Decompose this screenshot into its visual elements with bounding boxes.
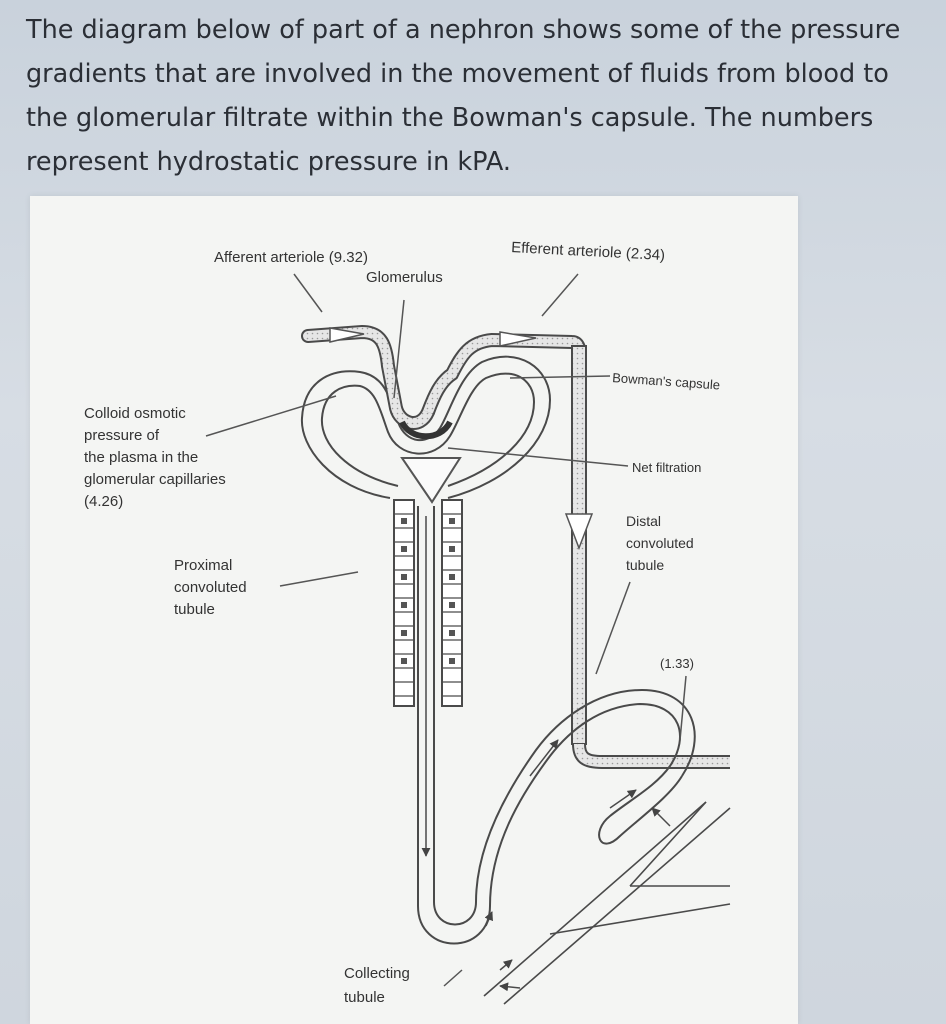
distal-arrow-1 — [529, 739, 559, 777]
collecting-tubule — [483, 801, 731, 1005]
label-distal: Distal convoluted tubule — [626, 513, 694, 573]
label-colloid: Colloid osmotic pressure of the plasma i… — [84, 405, 226, 510]
leader-colloid — [205, 395, 337, 437]
svg-text:convoluted: convoluted — [174, 579, 247, 596]
svg-text:Proximal: Proximal — [174, 557, 232, 574]
leader-glomerulus — [393, 299, 405, 399]
label-collecting: Collecting tubule — [344, 965, 410, 1006]
label-glomerulus: Glomerulus — [366, 269, 443, 286]
leader-collecting — [443, 969, 463, 987]
filtration-flow-arrow — [400, 457, 462, 504]
svg-text:pressure of: pressure of — [84, 427, 160, 444]
label-afferent: Afferent arteriole (9.32) — [214, 249, 368, 266]
svg-text:(4.26): (4.26) — [84, 493, 123, 510]
label-net-filtration: Net filtration — [632, 460, 701, 475]
question-line-1: The diagram below of part of a nephron s… — [26, 15, 901, 45]
distal-arrow-2 — [609, 789, 637, 809]
question-line-2: gradients that are involved in the movem… — [26, 59, 889, 89]
svg-text:Distal: Distal — [626, 513, 661, 529]
collecting-arrow-1 — [651, 807, 671, 827]
bowmans-capsule-outer — [300, 355, 552, 499]
leader-bowmans — [509, 375, 611, 379]
nephron-diagram: Afferent arteriole (9.32) Glomerulus Eff… — [30, 196, 798, 1024]
glomerulus-tuft — [399, 420, 453, 440]
leader-afferent — [293, 273, 323, 313]
leader-net-filtration — [447, 447, 629, 467]
leader-proximal — [279, 571, 359, 587]
svg-text:tubule: tubule — [344, 989, 385, 1006]
question-text: The diagram below of part of a nephron s… — [26, 8, 926, 184]
svg-text:glomerular capillaries: glomerular capillaries — [84, 471, 226, 488]
label-proximal: Proximal convoluted tubule — [174, 557, 247, 618]
leader-133 — [679, 675, 687, 741]
leader-distal — [595, 581, 631, 675]
tubule-columns — [393, 499, 463, 707]
svg-text:the plasma in the: the plasma in the — [84, 449, 198, 466]
question-line-3: the glomerular filtrate within the Bowma… — [26, 103, 874, 133]
leader-efferent — [541, 273, 579, 317]
question-line-4: represent hydrostatic pressure in kPA. — [26, 147, 511, 177]
afferent-flow-arrow — [329, 327, 365, 343]
label-pressure-133: (1.33) — [660, 656, 694, 671]
collecting-arrow-3 — [499, 982, 521, 992]
svg-text:Collecting: Collecting — [344, 965, 410, 982]
bowmans-capsule-inner — [320, 372, 536, 487]
svg-text:tubule: tubule — [626, 557, 664, 573]
svg-text:tubule: tubule — [174, 601, 215, 618]
label-efferent: Efferent arteriole (2.34) — [511, 239, 666, 264]
efferent-flow-arrow — [499, 331, 537, 347]
label-bowmans: Bowman's capsule — [612, 370, 721, 392]
ascending-arrow — [484, 911, 493, 927]
collecting-arrow-2 — [499, 959, 513, 971]
svg-text:Colloid osmotic: Colloid osmotic — [84, 405, 186, 422]
svg-text:convoluted: convoluted — [626, 535, 694, 551]
descending-flow-arrow — [564, 513, 594, 551]
nephron-diagram-svg: Afferent arteriole (9.32) Glomerulus Eff… — [84, 239, 731, 1006]
